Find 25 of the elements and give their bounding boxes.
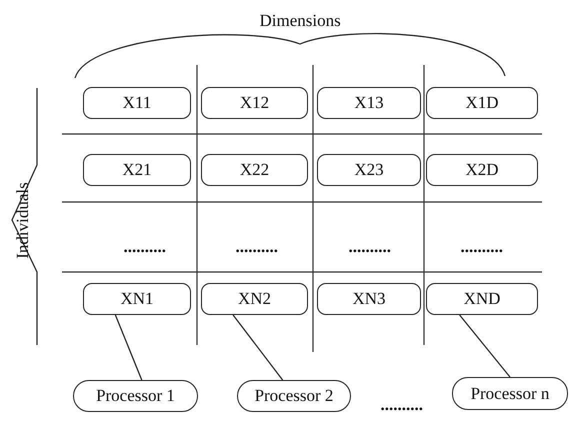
- matrix-element-box: XN3: [317, 283, 421, 315]
- matrix-element-box: X1D: [426, 87, 538, 119]
- axis-title: Dimensions: [260, 12, 341, 29]
- matrix-element-box: XN1: [83, 283, 191, 315]
- processor-node: Processor 2: [237, 380, 351, 412]
- matrix-element-box: XN2: [201, 283, 308, 315]
- matrix-element-box: X12: [201, 87, 308, 119]
- ellipsis: ..........: [236, 238, 278, 255]
- connector-line: [459, 314, 510, 378]
- matrix-element-box: X23: [317, 154, 421, 186]
- processor-node: Processor n: [452, 377, 568, 410]
- matrix-element-box: X22: [201, 154, 308, 186]
- ellipsis: ..........: [348, 238, 391, 255]
- connector-line: [232, 314, 284, 380]
- matrix-element-box: X11: [83, 87, 191, 119]
- ellipsis: ..........: [460, 238, 503, 255]
- matrix-element-box: X21: [83, 154, 191, 186]
- matrix-element-box: X13: [317, 87, 421, 119]
- processor-node: Processor 1: [73, 380, 198, 412]
- matrix-element-box: XND: [426, 283, 538, 315]
- ellipsis: ..........: [124, 238, 166, 255]
- matrix-element-box: X2D: [426, 154, 538, 186]
- connector-line: [114, 314, 142, 380]
- ellipsis: ..........: [380, 396, 423, 413]
- axis-title: Individuals: [13, 182, 30, 258]
